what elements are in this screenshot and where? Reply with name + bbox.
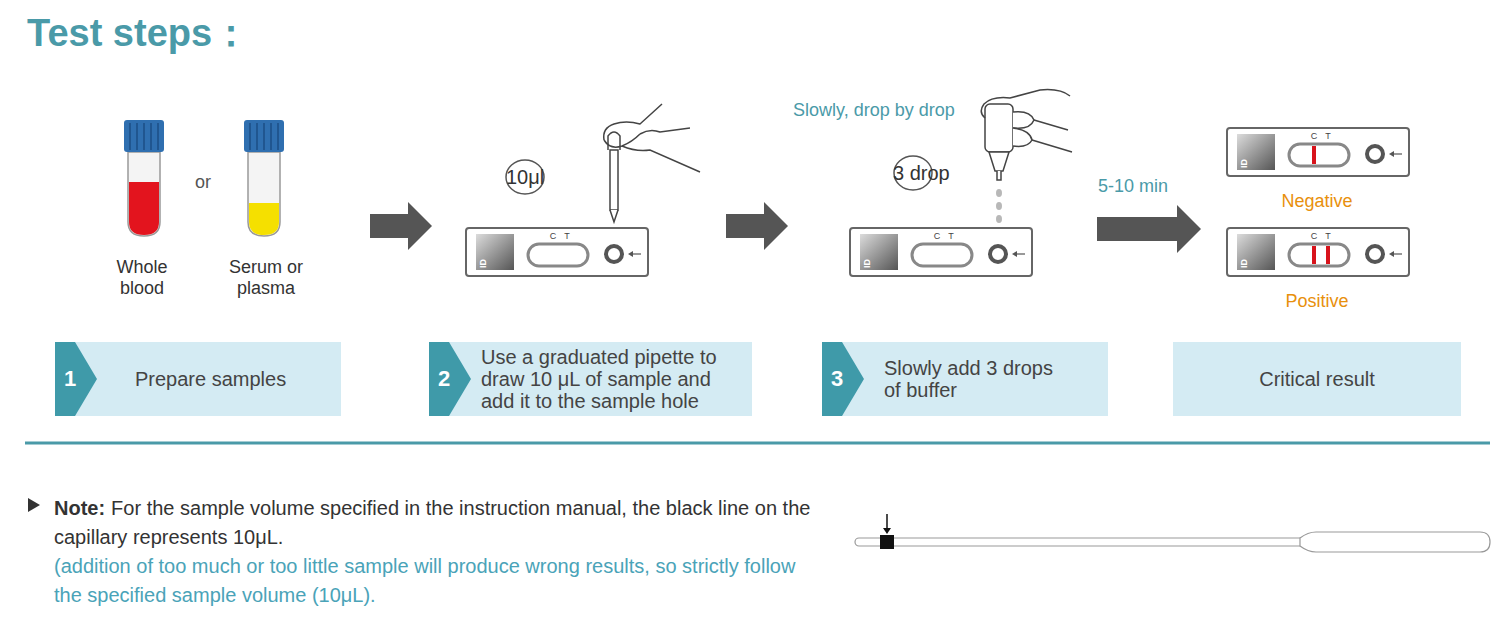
hole-arrow	[1012, 251, 1017, 257]
id-label: ID	[478, 259, 488, 268]
chevron-shape	[429, 342, 471, 416]
id-area	[860, 234, 898, 270]
test-cassette	[1227, 128, 1409, 176]
blood-tube	[124, 120, 164, 236]
step-chevron	[55, 342, 99, 416]
result-window	[912, 244, 972, 266]
id-label: ID	[1239, 159, 1249, 168]
serum-tube	[244, 120, 284, 236]
step-text: Critical result	[1183, 368, 1451, 390]
label: or	[183, 172, 223, 193]
title: Test steps：	[27, 8, 250, 59]
line-letter: C	[931, 231, 943, 241]
step-arrow	[726, 202, 788, 250]
label: Negative	[1257, 191, 1377, 212]
oval-text: 10μl	[505, 166, 545, 189]
pipette-hand	[604, 104, 700, 222]
chevron-shape	[822, 342, 864, 416]
result-window	[528, 244, 588, 266]
test-cassette	[850, 228, 1032, 276]
line-letter: C	[1308, 131, 1320, 141]
volume-oval: 10μl	[505, 159, 545, 195]
step-band: 3 Slowly add 3 drops of buffer	[822, 342, 1108, 416]
step-text: Use a graduated pipette to draw 10 μL of…	[481, 346, 746, 412]
line-letter: T	[1322, 131, 1334, 141]
line-letter: T	[945, 231, 957, 241]
label: 5-10 min	[1098, 176, 1168, 197]
id-label: ID	[1239, 259, 1249, 268]
dropper-hand	[981, 90, 1072, 180]
step-arrow	[1097, 205, 1201, 253]
step-text: Slowly add 3 drops of buffer	[884, 357, 1069, 401]
note-bullet	[28, 498, 40, 512]
step-band: 1 Prepare samples	[55, 342, 341, 416]
note-block: Note:For the sample volume specified in …	[54, 494, 844, 610]
id-area	[1237, 134, 1275, 170]
drops	[996, 189, 1002, 223]
sample-hole	[606, 246, 622, 262]
step-band: 2 Use a graduated pipette to draw 10 μL o…	[429, 342, 752, 416]
line-letter: C	[1308, 231, 1320, 241]
label: Slowly, drop by drop	[793, 100, 955, 121]
result-window	[1289, 144, 1349, 166]
label: Serum or plasma	[221, 257, 311, 299]
oval-text: 3 drop	[893, 162, 933, 185]
test-cassette	[466, 228, 648, 276]
test-line	[1326, 246, 1330, 264]
id-area	[1237, 234, 1275, 270]
step-chevron	[429, 342, 473, 416]
id-area	[476, 234, 514, 270]
id-label: ID	[862, 259, 872, 268]
note-heading: Note:	[54, 497, 105, 519]
control-line	[1312, 246, 1316, 264]
test-cassette	[1227, 228, 1409, 276]
note-warning: (addition of too much or too little samp…	[54, 552, 814, 610]
note-text: For the sample volume specified in the i…	[54, 497, 810, 548]
sample-hole	[990, 246, 1006, 262]
line-letter: T	[561, 231, 573, 241]
oval-shape	[894, 156, 932, 190]
chevron-shape	[55, 342, 97, 416]
label: Positive	[1257, 291, 1377, 312]
hole-arrow	[1389, 151, 1394, 157]
hole-arrow	[628, 251, 633, 257]
line-letter: T	[1322, 231, 1334, 241]
line-letter: C	[547, 231, 559, 241]
label: Whole blood	[102, 257, 182, 299]
sample-hole	[1367, 146, 1383, 162]
step-number: 3	[822, 366, 852, 392]
sample-hole	[1367, 246, 1383, 262]
step-band: Critical result	[1173, 342, 1461, 416]
control-line	[1312, 146, 1316, 164]
step-arrow	[370, 202, 432, 250]
volume-oval: 3 drop	[893, 155, 933, 191]
hole-arrow	[1389, 251, 1394, 257]
result-window	[1289, 244, 1349, 266]
step-text: Prepare samples	[135, 368, 335, 390]
capillary	[855, 514, 1490, 552]
divider	[25, 442, 1490, 445]
step-number: 1	[55, 366, 85, 392]
oval-shape	[506, 160, 544, 194]
step-number: 2	[429, 366, 459, 392]
step-chevron	[822, 342, 866, 416]
